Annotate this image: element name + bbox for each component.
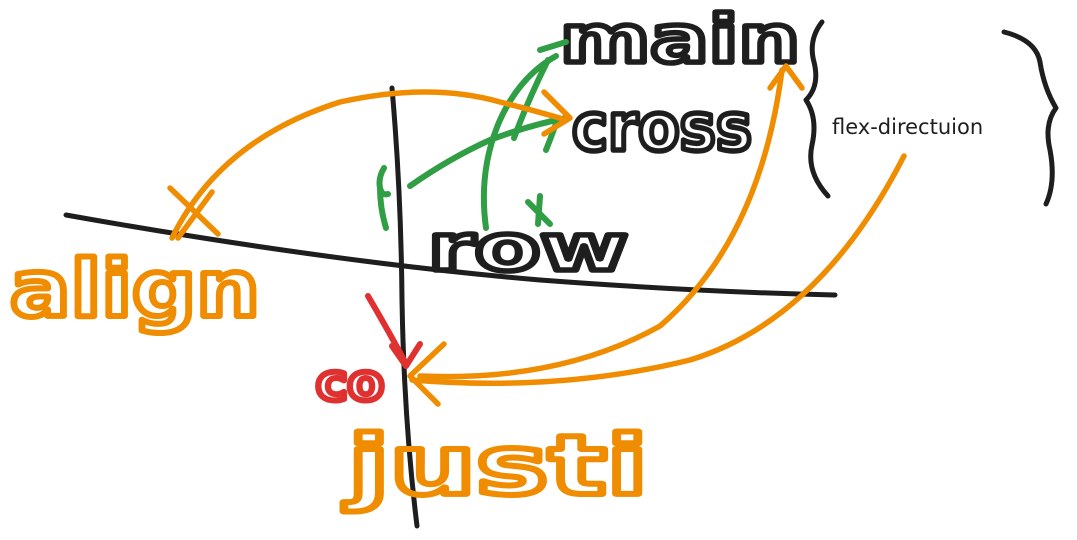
orange-arc-align-to-cross: [169, 89, 569, 241]
row-label: row: [428, 212, 628, 286]
green-long-curve: [480, 53, 559, 231]
red-arrowhead: [389, 341, 423, 369]
horizontal-axis-line: [63, 212, 838, 298]
green-y-mark: [376, 165, 391, 231]
orange-arrowhead-main: [767, 63, 805, 91]
red-annotations: [365, 293, 423, 369]
flex-direction-label: flex-directuion: [832, 115, 983, 139]
right-brace: [1001, 29, 1059, 207]
left-brace: [803, 19, 831, 199]
orange-annotations: [167, 63, 907, 407]
orange-arrowhead-col: [407, 341, 447, 407]
orange-arrowhead-cross: [541, 89, 573, 137]
align-label: align: [10, 245, 260, 335]
green-dash-top: [537, 39, 569, 53]
vertical-axis-line: [389, 85, 420, 529]
braces: [803, 19, 1059, 207]
axes: [63, 85, 838, 529]
orange-x-mark: [167, 185, 221, 241]
cross-label: cross: [572, 89, 752, 166]
green-x-mark: [525, 193, 553, 227]
main-label: main: [560, 1, 800, 78]
green-slash-cross: [511, 57, 561, 153]
orange-curve-main-to-col: [417, 67, 785, 380]
col-label: co: [316, 354, 384, 412]
justify-label: justi: [344, 419, 648, 514]
green-annotations: [376, 39, 569, 231]
orange-curve-flex-to-col: [409, 153, 907, 387]
